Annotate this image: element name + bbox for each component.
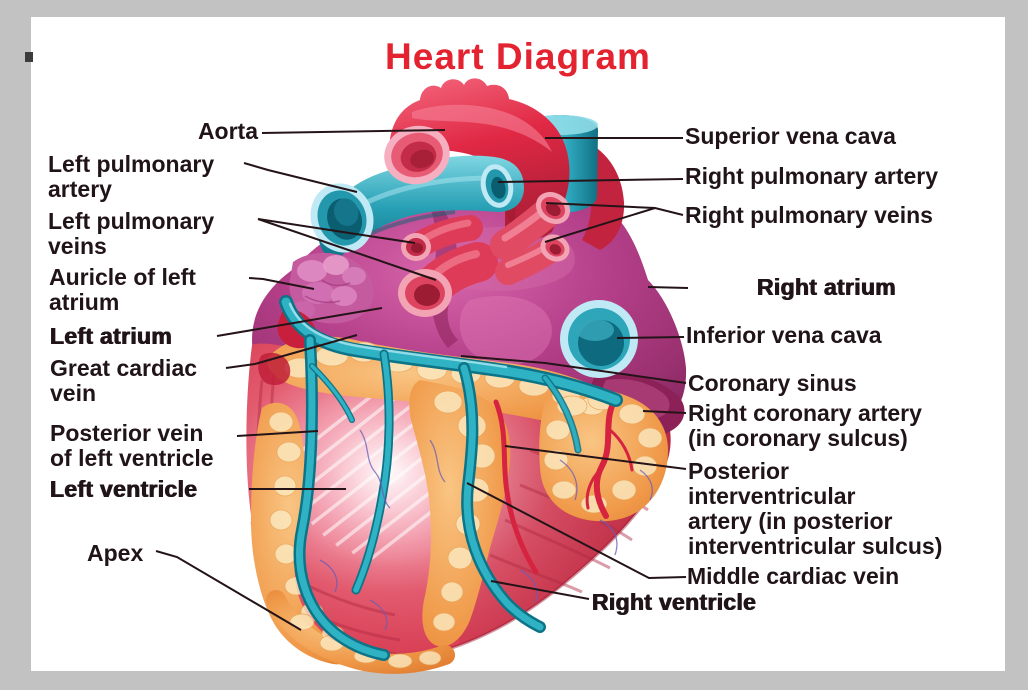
label-left-atrium: Left atrium	[50, 323, 173, 349]
label-right-pulmonary-veins: Right pulmonary veins	[685, 202, 933, 228]
auricle-illustration	[289, 252, 374, 324]
pulmonary-artery-band	[310, 155, 524, 260]
label-left-pulmonary-artery: Left pulmonary artery	[48, 151, 215, 202]
label-middle-cardiac-vein: Middle cardiac vein	[687, 563, 900, 589]
label-right-ventricle: Right ventricle	[592, 589, 757, 615]
leader-auricle	[248, 277, 315, 290]
leader-coronary-sinus	[460, 355, 687, 384]
label-superior-vena-cava: Superior vena cava	[685, 123, 896, 149]
cardiac-veins	[279, 295, 623, 661]
leader-aorta	[261, 129, 446, 134]
leader-right-pulmonary-artery	[497, 178, 684, 183]
leader-posterior-vein	[236, 430, 319, 437]
capillaries	[319, 429, 653, 631]
leader-left-pulmonary-veins-2	[257, 218, 437, 281]
leader-right-coronary-artery	[642, 410, 687, 414]
label-right-coronary-artery: Right coronary artery (in coronary sulcu…	[688, 400, 922, 451]
label-aorta: Aorta	[197, 118, 258, 144]
leader-apex	[155, 550, 302, 631]
label-great-cardiac-vein: Great cardiac vein	[50, 355, 198, 406]
leader-right-ventricle	[490, 580, 590, 600]
label-auricle-of-left-atrium: Auricle of left atrium	[49, 264, 196, 315]
scan-artifact	[25, 52, 33, 62]
leader-lines	[155, 129, 689, 631]
label-left-ventricle: Left ventricle	[50, 476, 198, 502]
leader-right-pulmonary-veins-2	[544, 207, 656, 243]
label-right-pulmonary-artery: Right pulmonary artery	[685, 163, 939, 189]
label-apex: Apex	[87, 540, 144, 566]
label-left-pulmonary-veins: Left pulmonary veins	[48, 208, 215, 259]
leader-middle-cardiac-vein	[466, 482, 687, 580]
leader-great-cardiac-vein	[225, 334, 358, 369]
leader-left-pulmonary-artery	[243, 162, 358, 193]
left-pulmonary-veins-illustration	[398, 215, 498, 317]
leader-left-atrium	[216, 307, 383, 337]
leader-inferior-vena-cava	[616, 336, 685, 339]
page-title: Heart Diagram	[385, 36, 651, 77]
label-coronary-sinus: Coronary sinus	[688, 370, 857, 396]
label-right-atrium: Right atrium	[757, 274, 897, 300]
leader-posterior-interventricular-artery	[504, 445, 687, 470]
aorta-opening	[384, 125, 450, 185]
inferior-vena-cava-illustration	[560, 300, 638, 378]
label-posterior-vein-of-left-ventricle: Posterior vein of left ventricle	[50, 420, 214, 471]
leader-left-pulmonary-veins-1	[257, 218, 416, 244]
label-posterior-interventricular-artery: Posterior interventricular artery (in po…	[688, 458, 943, 559]
leader-right-atrium	[647, 286, 689, 289]
label-inferior-vena-cava: Inferior vena cava	[686, 322, 882, 348]
